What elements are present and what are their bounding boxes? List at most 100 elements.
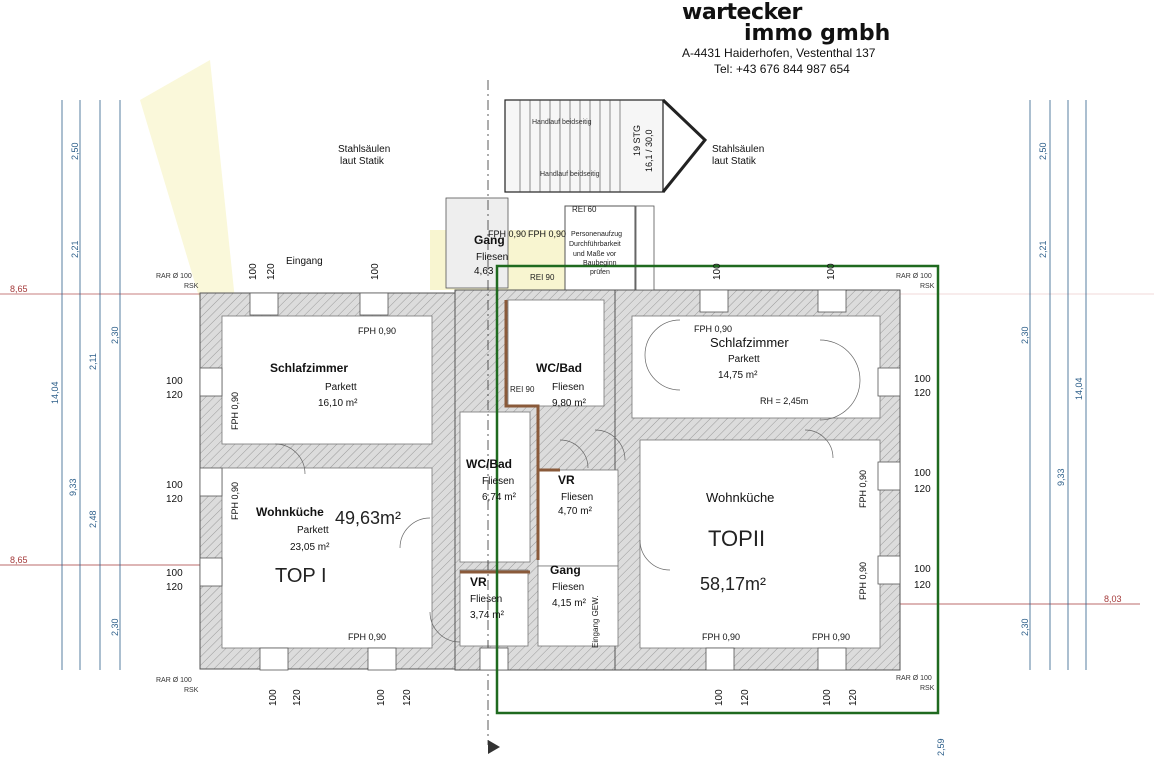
dim-label: 2,21: [1038, 240, 1048, 258]
room-area: 14,75 m²: [718, 370, 758, 381]
rar-label: RSK: [920, 685, 935, 692]
dim-label: 2,50: [1038, 142, 1048, 160]
room-gang-2: [537, 565, 619, 647]
note-lift: Durchführbarkeit: [569, 241, 621, 248]
window-dim: 100: [166, 480, 183, 491]
room-floor: Fliesen: [552, 382, 584, 393]
room-floor: Fliesen: [470, 594, 502, 605]
dim-label: 9,33: [68, 478, 78, 496]
window-dim: 100: [370, 263, 381, 280]
rar-label: RAR Ø 100: [896, 273, 932, 280]
note-eingang: Eingang: [286, 256, 323, 267]
window-label: FPH 0,90: [858, 562, 868, 600]
room-area: 3,74 m²: [470, 610, 505, 621]
window-dim: 120: [266, 263, 277, 280]
room-name: Wohnküche: [256, 505, 324, 519]
door-swings: [274, 319, 861, 643]
window-dim: 100: [914, 468, 931, 479]
window-dim: 120: [166, 390, 183, 401]
room-vr-2: [537, 469, 619, 567]
room-name: Schlafzimmer: [270, 361, 348, 375]
note-stairs-count: 19 STG: [632, 125, 642, 156]
window-dim: 120: [166, 494, 183, 505]
level-label: 8,65: [10, 284, 28, 294]
note-eingang-gew: Eingang GEW.: [591, 596, 600, 648]
room-area: 9,80 m²: [552, 398, 587, 409]
note-lift: Baubeginn: [583, 260, 617, 267]
section-arrow: [488, 740, 500, 754]
room-name: Gang: [474, 233, 505, 247]
window-dim: 120: [166, 582, 183, 593]
window-dim: 120: [914, 388, 931, 399]
room-floor: Fliesen: [552, 582, 584, 593]
room-floor: Fliesen: [561, 492, 593, 503]
room-height: RH = 2,45m: [760, 396, 808, 406]
room-schlafzimmer-2: [631, 315, 881, 419]
yellow-zone: [140, 60, 235, 300]
dim-label: 2,21: [70, 240, 80, 258]
window-dim: 100: [914, 374, 931, 385]
company-address: A-4431 Haiderhofen, Vestenthal 137: [682, 46, 876, 60]
room-name: Schlafzimmer: [710, 335, 789, 350]
room-name: WC/Bad: [536, 361, 582, 375]
note-lift: prüfen: [590, 269, 610, 276]
window-dim: 100: [166, 568, 183, 579]
window-label: FPH 0,90: [358, 326, 396, 336]
window-dim: 100: [714, 689, 725, 706]
dim-label: 2,50: [70, 142, 80, 160]
note-rei90: REI 90: [530, 273, 555, 282]
dim-label: 9,33: [1056, 468, 1066, 486]
room-wcbad-2: [507, 299, 605, 407]
dim-label: 14,04: [50, 381, 60, 404]
window-dim: 120: [740, 689, 751, 706]
window-label: FPH 0,90: [694, 324, 732, 334]
room-name: VR: [558, 473, 575, 487]
room-area: 16,10 m²: [318, 398, 358, 409]
lift-shaft: [564, 205, 636, 291]
room-vr-1: [459, 569, 529, 647]
window-dim: 100: [166, 376, 183, 387]
rar-label: RAR Ø 100: [156, 273, 192, 280]
technical-room: [635, 205, 655, 291]
dim-label: 2,30: [110, 618, 120, 636]
window-dim: 120: [292, 689, 303, 706]
dim-label: 2,59: [936, 738, 946, 756]
window-dim: 120: [914, 580, 931, 591]
window-dim: 100: [914, 564, 931, 575]
window-dim: 100: [712, 263, 723, 280]
rar-label: RAR Ø 100: [896, 675, 932, 682]
window-label: FPH 0,90: [230, 482, 240, 520]
rar-label: RSK: [184, 283, 199, 290]
window-dim: 100: [826, 263, 837, 280]
room-name: VR: [470, 575, 487, 589]
room-wohnkueche-2: [639, 439, 881, 649]
rar-label: RAR Ø 100: [156, 677, 192, 684]
window-dim: 100: [822, 689, 833, 706]
top2-highlight-frame: [495, 264, 940, 715]
room-wcbad-1: [459, 411, 531, 563]
company-phone: Tel: +43 676 844 987 654: [714, 62, 850, 76]
window-dim: 100: [376, 689, 387, 706]
note-handlauf: Handlauf beidseitig: [540, 171, 600, 178]
room-area: 4,15 m²: [552, 598, 587, 609]
room-schlafzimmer-1: [221, 315, 433, 445]
dim-label: 2,30: [1020, 618, 1030, 636]
window-dim: 120: [402, 689, 413, 706]
window-dim: 100: [248, 263, 259, 280]
brown-partitions: [460, 300, 560, 574]
room-area: 6,74 m²: [482, 492, 517, 503]
window-dim: 120: [848, 689, 859, 706]
dimension-chain-left: [61, 100, 1087, 670]
room-floor: Fliesen: [482, 476, 514, 487]
window-label: FPH 0,90: [702, 632, 740, 642]
level-label: 8,65: [10, 555, 28, 565]
room-name: Gang: [550, 563, 581, 577]
dim-label: 2,30: [110, 326, 120, 344]
note-stahl-left: laut Statik: [340, 156, 385, 167]
company-header: wartecker immo gmbh A-4431 Haiderhofen, …: [682, 2, 902, 77]
room-wohnkueche-1: [221, 467, 433, 649]
room-area: 4,63: [474, 266, 494, 277]
stairs: [504, 99, 664, 193]
top1-area: 49,63m²: [335, 508, 401, 528]
